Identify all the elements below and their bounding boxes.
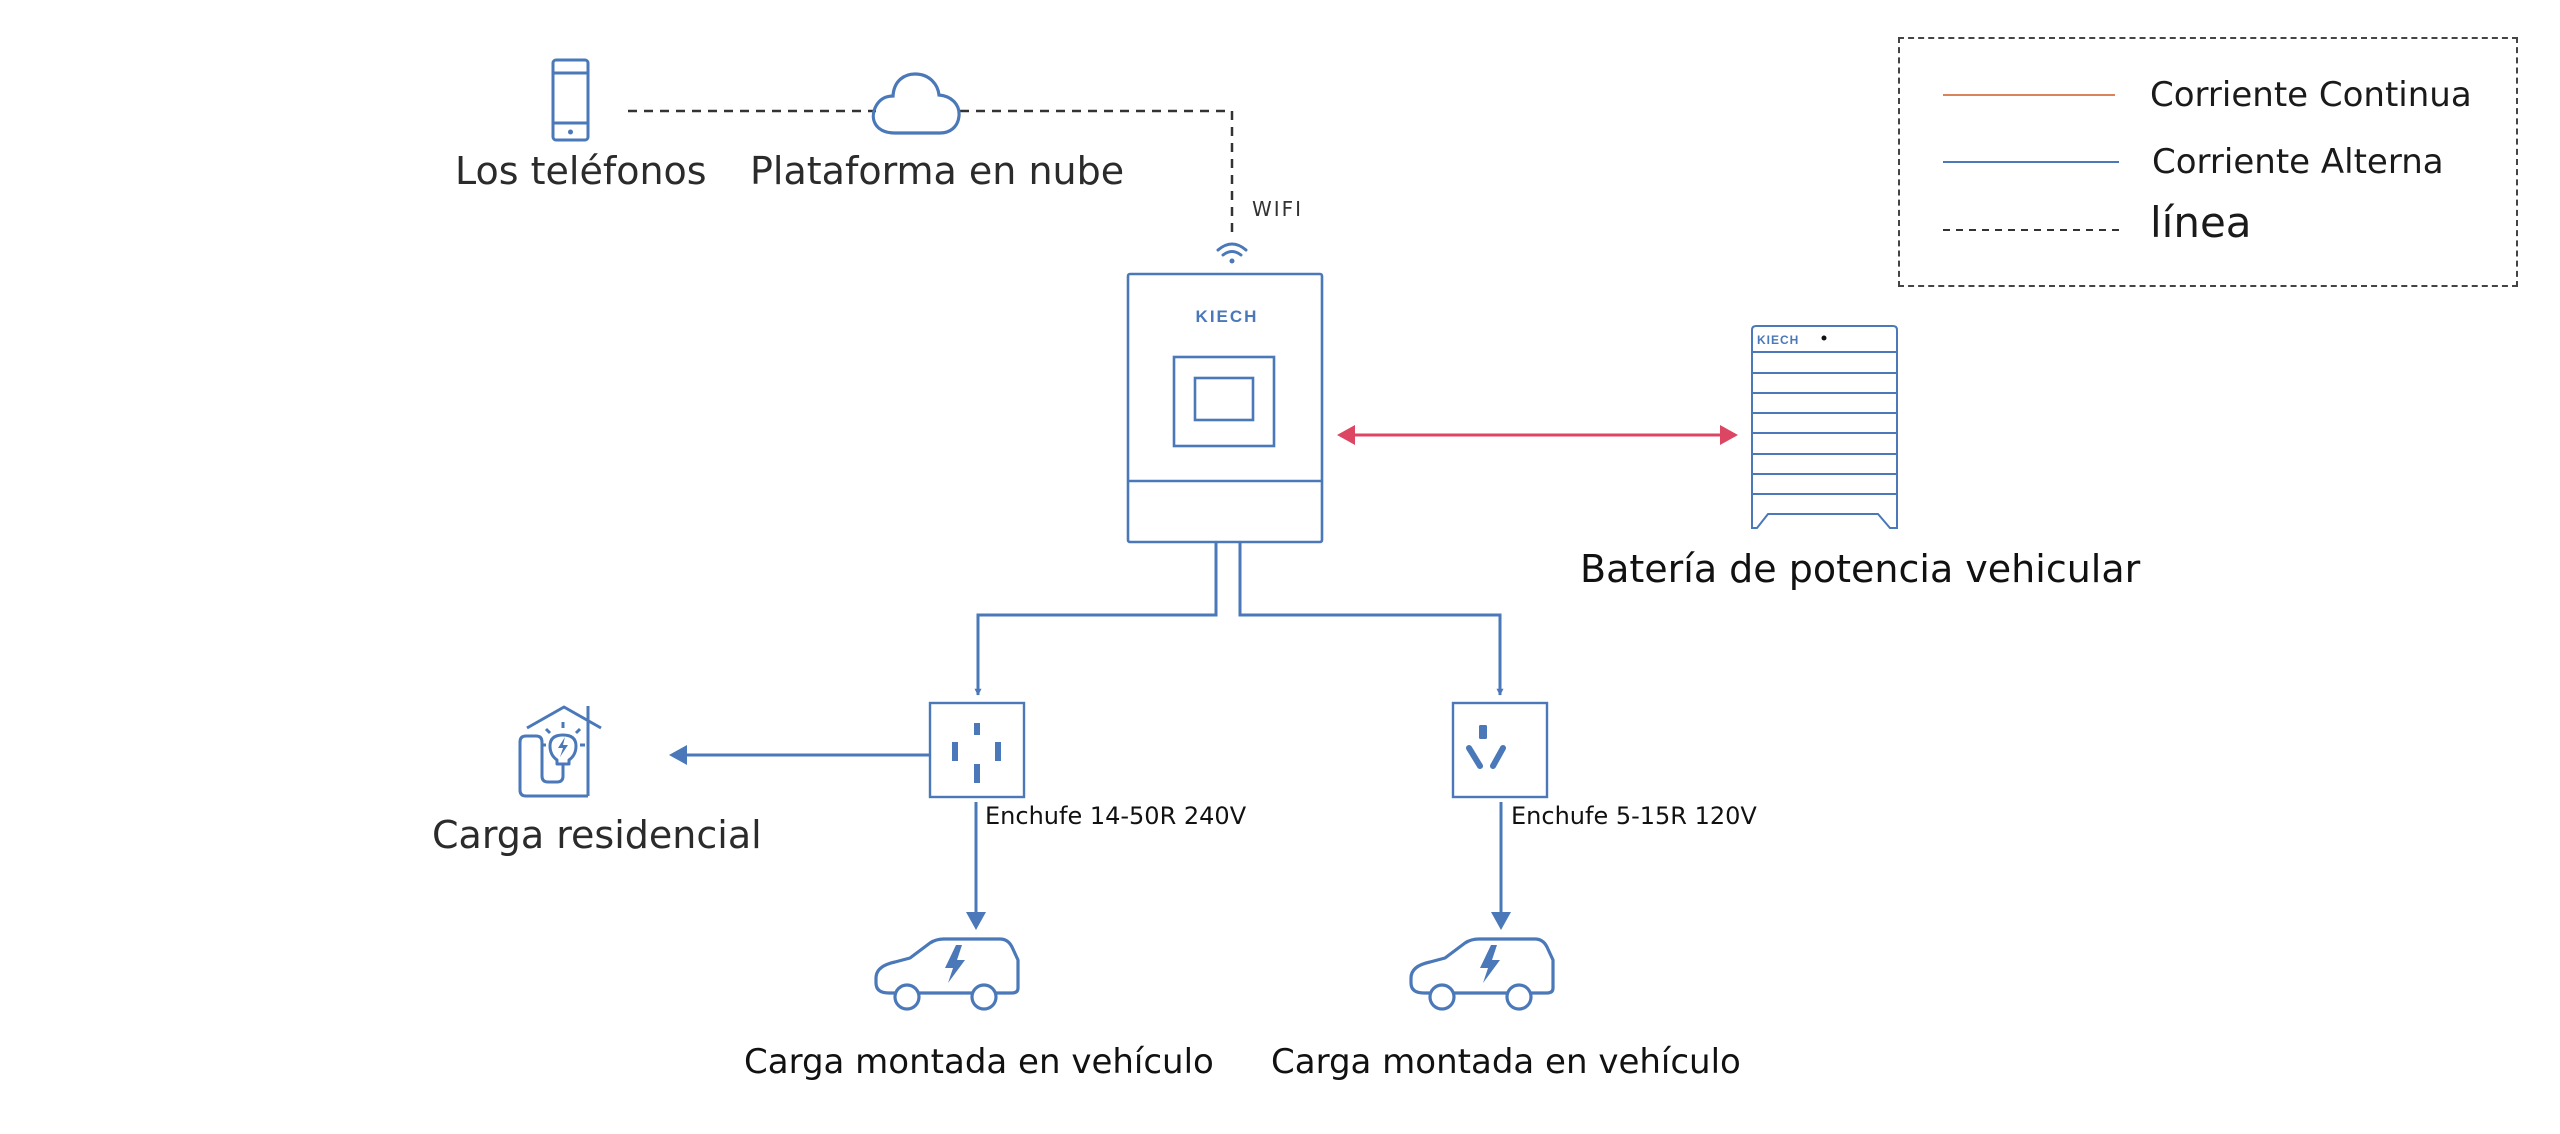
battery-label: Batería de potencia vehicular	[1580, 547, 2141, 591]
phones-label: Los teléfonos	[455, 149, 707, 193]
inverter-brand-logo: KIECH	[1196, 307, 1259, 326]
battery-rack-icon	[1751, 325, 1898, 529]
battery-brand-logo: KIECH	[1757, 333, 1799, 347]
ac-line-to-outlet-240	[974, 542, 1218, 696]
electric-car-icon	[874, 937, 1020, 1011]
cloud-label: Plataforma en nube	[750, 149, 1125, 193]
ev-right-label: Carga montada en vehículo	[1271, 1042, 1741, 1082]
ev-left-label: Carga montada en vehículo	[744, 1042, 1214, 1082]
wifi-label: WIFI	[1252, 197, 1304, 221]
cloud-icon	[871, 72, 961, 135]
ac-line-to-outlet-120	[1238, 542, 1504, 696]
inverter-icon	[1126, 272, 1324, 544]
bidirectional-arrow-battery	[1337, 425, 1738, 445]
residential-label: Carga residencial	[432, 813, 762, 857]
legend	[1898, 37, 2518, 287]
house-bolt-glyph	[558, 737, 568, 757]
legend-label-dc: Corriente Continua	[2150, 75, 2472, 115]
legend-label-dashed: línea	[2150, 198, 2252, 247]
outlet-120-label: Enchufe 5-15R 120V	[1511, 802, 1757, 830]
house-bulb-icon	[518, 705, 602, 798]
ac-line-to-ev-right	[1491, 802, 1511, 930]
outlet-240-label: Enchufe 14-50R 240V	[985, 802, 1247, 830]
smartphone-icon	[551, 58, 590, 142]
outlet-14-50r-icon	[928, 701, 1026, 799]
wifi-icon	[1216, 242, 1248, 264]
electric-car-icon	[1409, 937, 1555, 1011]
dashed-link-cloud-inverter	[960, 109, 1234, 232]
legend-label-ac: Corriente Alterna	[2152, 142, 2444, 182]
outlet-5-15r-icon	[1451, 701, 1549, 799]
ac-line-to-residential	[669, 745, 930, 765]
ac-line-to-ev-left	[966, 802, 986, 930]
